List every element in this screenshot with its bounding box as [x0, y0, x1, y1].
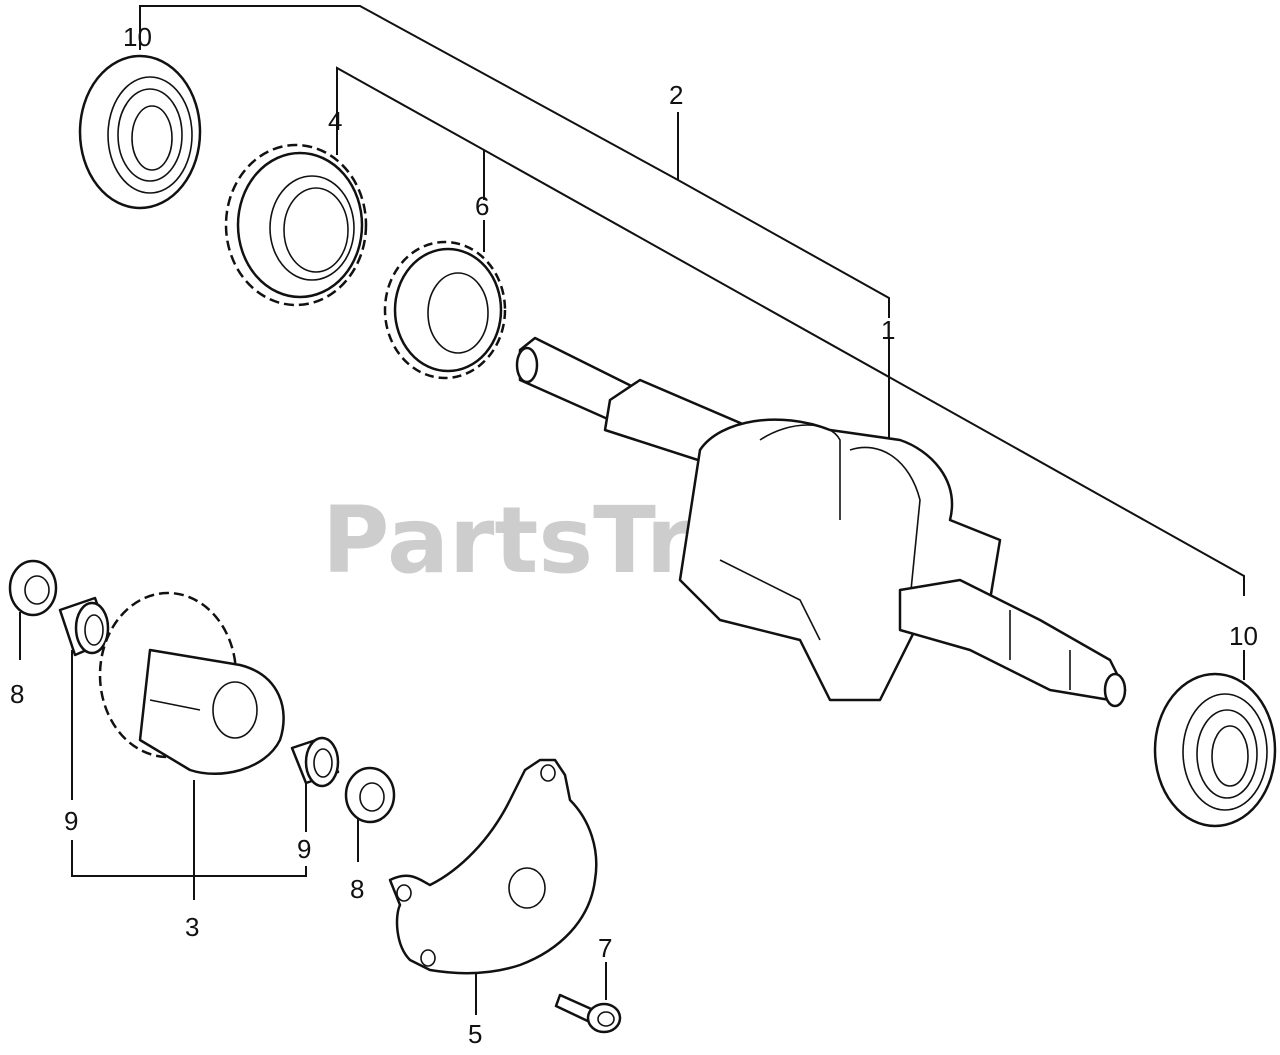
gear-large — [224, 143, 368, 307]
bearing-upper — [78, 54, 202, 210]
callout-label: 10 — [123, 22, 152, 52]
callout-label: 4 — [328, 106, 342, 136]
bearing-lower — [1153, 672, 1277, 828]
callout-label: 9 — [64, 806, 78, 836]
callout-label: 7 — [598, 933, 612, 963]
callout-label: 10 — [1229, 621, 1258, 651]
callout-label: 2 — [669, 80, 683, 110]
needle-bearing-right — [290, 736, 340, 788]
washer-right — [344, 766, 396, 824]
callout-label: 8 — [10, 679, 24, 709]
callout-label: 6 — [475, 191, 489, 221]
needle-bearing-left — [58, 596, 112, 657]
balancer-gear — [98, 591, 285, 775]
callout-label: 5 — [468, 1019, 482, 1049]
crankshaft — [515, 336, 1127, 708]
callout-label: 3 — [185, 912, 199, 942]
gear-small — [383, 240, 507, 380]
callout-label: 1 — [881, 315, 895, 345]
flange-bolt — [554, 993, 622, 1034]
callout-label: 9 — [297, 834, 311, 864]
leader-lines — [19, 5, 1245, 1015]
bracket-plate — [388, 758, 598, 975]
washer-left — [8, 559, 58, 617]
callout-label: 8 — [350, 874, 364, 904]
